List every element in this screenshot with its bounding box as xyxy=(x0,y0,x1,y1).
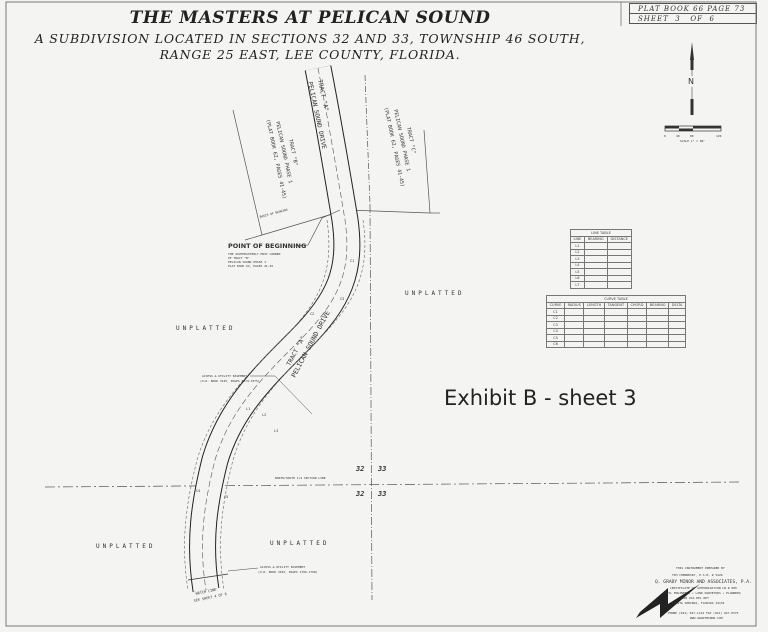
point-of-beginning-label: POINT OF BEGINNING xyxy=(228,242,306,250)
section-33-label: 33 xyxy=(377,465,386,473)
prepared-by: THIS INSTRUMENT PREPARED BY xyxy=(676,566,725,570)
north-label: N xyxy=(688,77,694,86)
preparer-address: 3800 VIA DEL REY xyxy=(680,596,709,600)
table-row: C5 xyxy=(546,334,686,342)
easement-label: ACCESS & UTILITY EASEMENT xyxy=(202,374,247,378)
pob-desc: PLAT BOOK 62, PAGES 41-45 xyxy=(228,264,273,268)
sheet-border xyxy=(5,1,757,627)
scale-bar: 0 40 80 120 SCALE 1" = 80' xyxy=(664,125,722,143)
scale-label: SCALE 1" = 80' xyxy=(680,139,705,143)
scale-tick: 120 xyxy=(716,134,722,138)
preparer-phone: PHONE (941) 947-1144 FAX (941) 947-0375 xyxy=(668,611,739,615)
segment-labels: C1 C2 C3 L1 L2 L3 C4 C5 xyxy=(196,259,354,499)
tract-boundaries xyxy=(44,74,741,601)
page-value: 73 xyxy=(734,5,746,13)
section-line-label: NORTH/SOUTH 1/4 SECTION LINE xyxy=(275,476,326,480)
easement-ref: (O.R. BOOK 3145, PAGES 3374-3375) xyxy=(200,379,260,383)
line-id: L7 xyxy=(570,281,585,289)
north-arrow-icon: N xyxy=(688,42,694,115)
scale-tick: 0 xyxy=(664,134,666,138)
preparer-block: THIS INSTRUMENT PREPARED BY TIM CHERNESK… xyxy=(655,566,752,620)
segment-label: L1 xyxy=(246,407,250,411)
see-sheet-label: SEE SHEET 4 OF 6 xyxy=(193,592,227,603)
curve-table: CURVE TABLE CURVE RADIUS LENGTH TANGENT … xyxy=(546,295,686,348)
grady-minor-logo xyxy=(636,584,700,618)
preparer-web: WWW.GRADYMINOR.COM xyxy=(690,616,723,620)
plat-title: THE MASTERS AT PELICAN SOUND xyxy=(129,8,491,28)
section-33-label: 33 xyxy=(377,490,386,498)
section-32-label: 32 xyxy=(355,490,364,498)
pob-desc: THE SOUTHEASTERLY MOST CORNER xyxy=(228,252,281,256)
segment-label: C3 xyxy=(340,297,344,301)
easement-label: ACCESS & UTILITY EASEMENT xyxy=(260,565,305,569)
sheet-value: 3 xyxy=(675,15,681,23)
section-32-label: 32 xyxy=(355,465,364,473)
segment-label: L2 xyxy=(262,413,266,417)
plat-book-label: PLAT BOOK xyxy=(638,5,690,13)
line-table: LINE TABLE LINE BEARING DISTANCE L1 L2 L… xyxy=(570,229,633,289)
exhibit-label: Exhibit B - sheet 3 xyxy=(444,386,637,410)
of-value: 6 xyxy=(709,15,715,23)
tract-c-label: TRACT "C" xyxy=(405,127,417,155)
plat-subtitle-line-2: RANGE 25 EAST, LEE COUNTY, FLORIDA. xyxy=(159,47,461,62)
preparer-cert: CERTIFICATE OF AUTHORIZATION LB # 005 xyxy=(670,586,737,590)
segment-label: C1 xyxy=(350,259,354,263)
tract-c-label-group: TRACT "C" PELICAN SOUND PHASE 1 (PLAT BO… xyxy=(382,107,417,188)
pob-desc: OF TRACT "B" xyxy=(228,256,250,260)
table-row: C1 xyxy=(546,308,686,316)
of-label: OF xyxy=(690,15,704,23)
segment-label: C5 xyxy=(224,495,228,499)
unplatted-label: UNPLATTED xyxy=(270,540,330,547)
segment-label: C2 xyxy=(310,312,314,316)
pelican-sound-drive-road xyxy=(184,65,366,593)
easement-ref: (O.R. BOOK 3293, PAGES 1796-1798) xyxy=(258,570,318,574)
scale-tick: 80 xyxy=(690,134,694,138)
pob-desc: PELICAN SOUND PHASE 1 xyxy=(228,260,266,264)
scale-tick: 40 xyxy=(676,134,680,138)
unplatted-label: UNPLATTED xyxy=(405,290,465,297)
table-row: L7 xyxy=(570,281,633,289)
preparer-city: BONITA SPRINGS, FLORIDA 34134 xyxy=(672,601,725,605)
curve-id: C6 xyxy=(546,340,565,348)
preparer-person: TIM CHERNESKY, P.S.M. # 5426 xyxy=(672,573,723,577)
unplatted-label: UNPLATTED xyxy=(176,325,236,332)
unplatted-label: UNPLATTED xyxy=(96,543,156,550)
plat-book-value: 66 xyxy=(693,5,705,13)
preparer-firm: Q. GRADY MINOR AND ASSOCIATES, P.A. xyxy=(655,579,752,585)
segment-label: C4 xyxy=(196,489,200,493)
table-row: C6 xyxy=(546,340,686,348)
sheet-label: SHEET xyxy=(638,15,669,23)
tract-b-label: TRACT "B" xyxy=(287,139,299,167)
match-line-label: MATCH LINE xyxy=(195,588,216,596)
tract-b-label-group: TRACT "B" PELICAN SOUND PHASE 1 (PLAT BO… xyxy=(264,119,299,200)
plat-subtitle-line-1: A SUBDIVISION LOCATED IN SECTIONS 32 AND… xyxy=(34,31,586,46)
preparer-services: CIVIL ENGINEERS • LAND SURVEYORS • PLANN… xyxy=(663,591,741,595)
page-label: PAGE xyxy=(707,5,732,13)
basis-of-bearing-label: BASIS OF BEARING xyxy=(259,208,288,219)
segment-label: L3 xyxy=(274,429,278,433)
